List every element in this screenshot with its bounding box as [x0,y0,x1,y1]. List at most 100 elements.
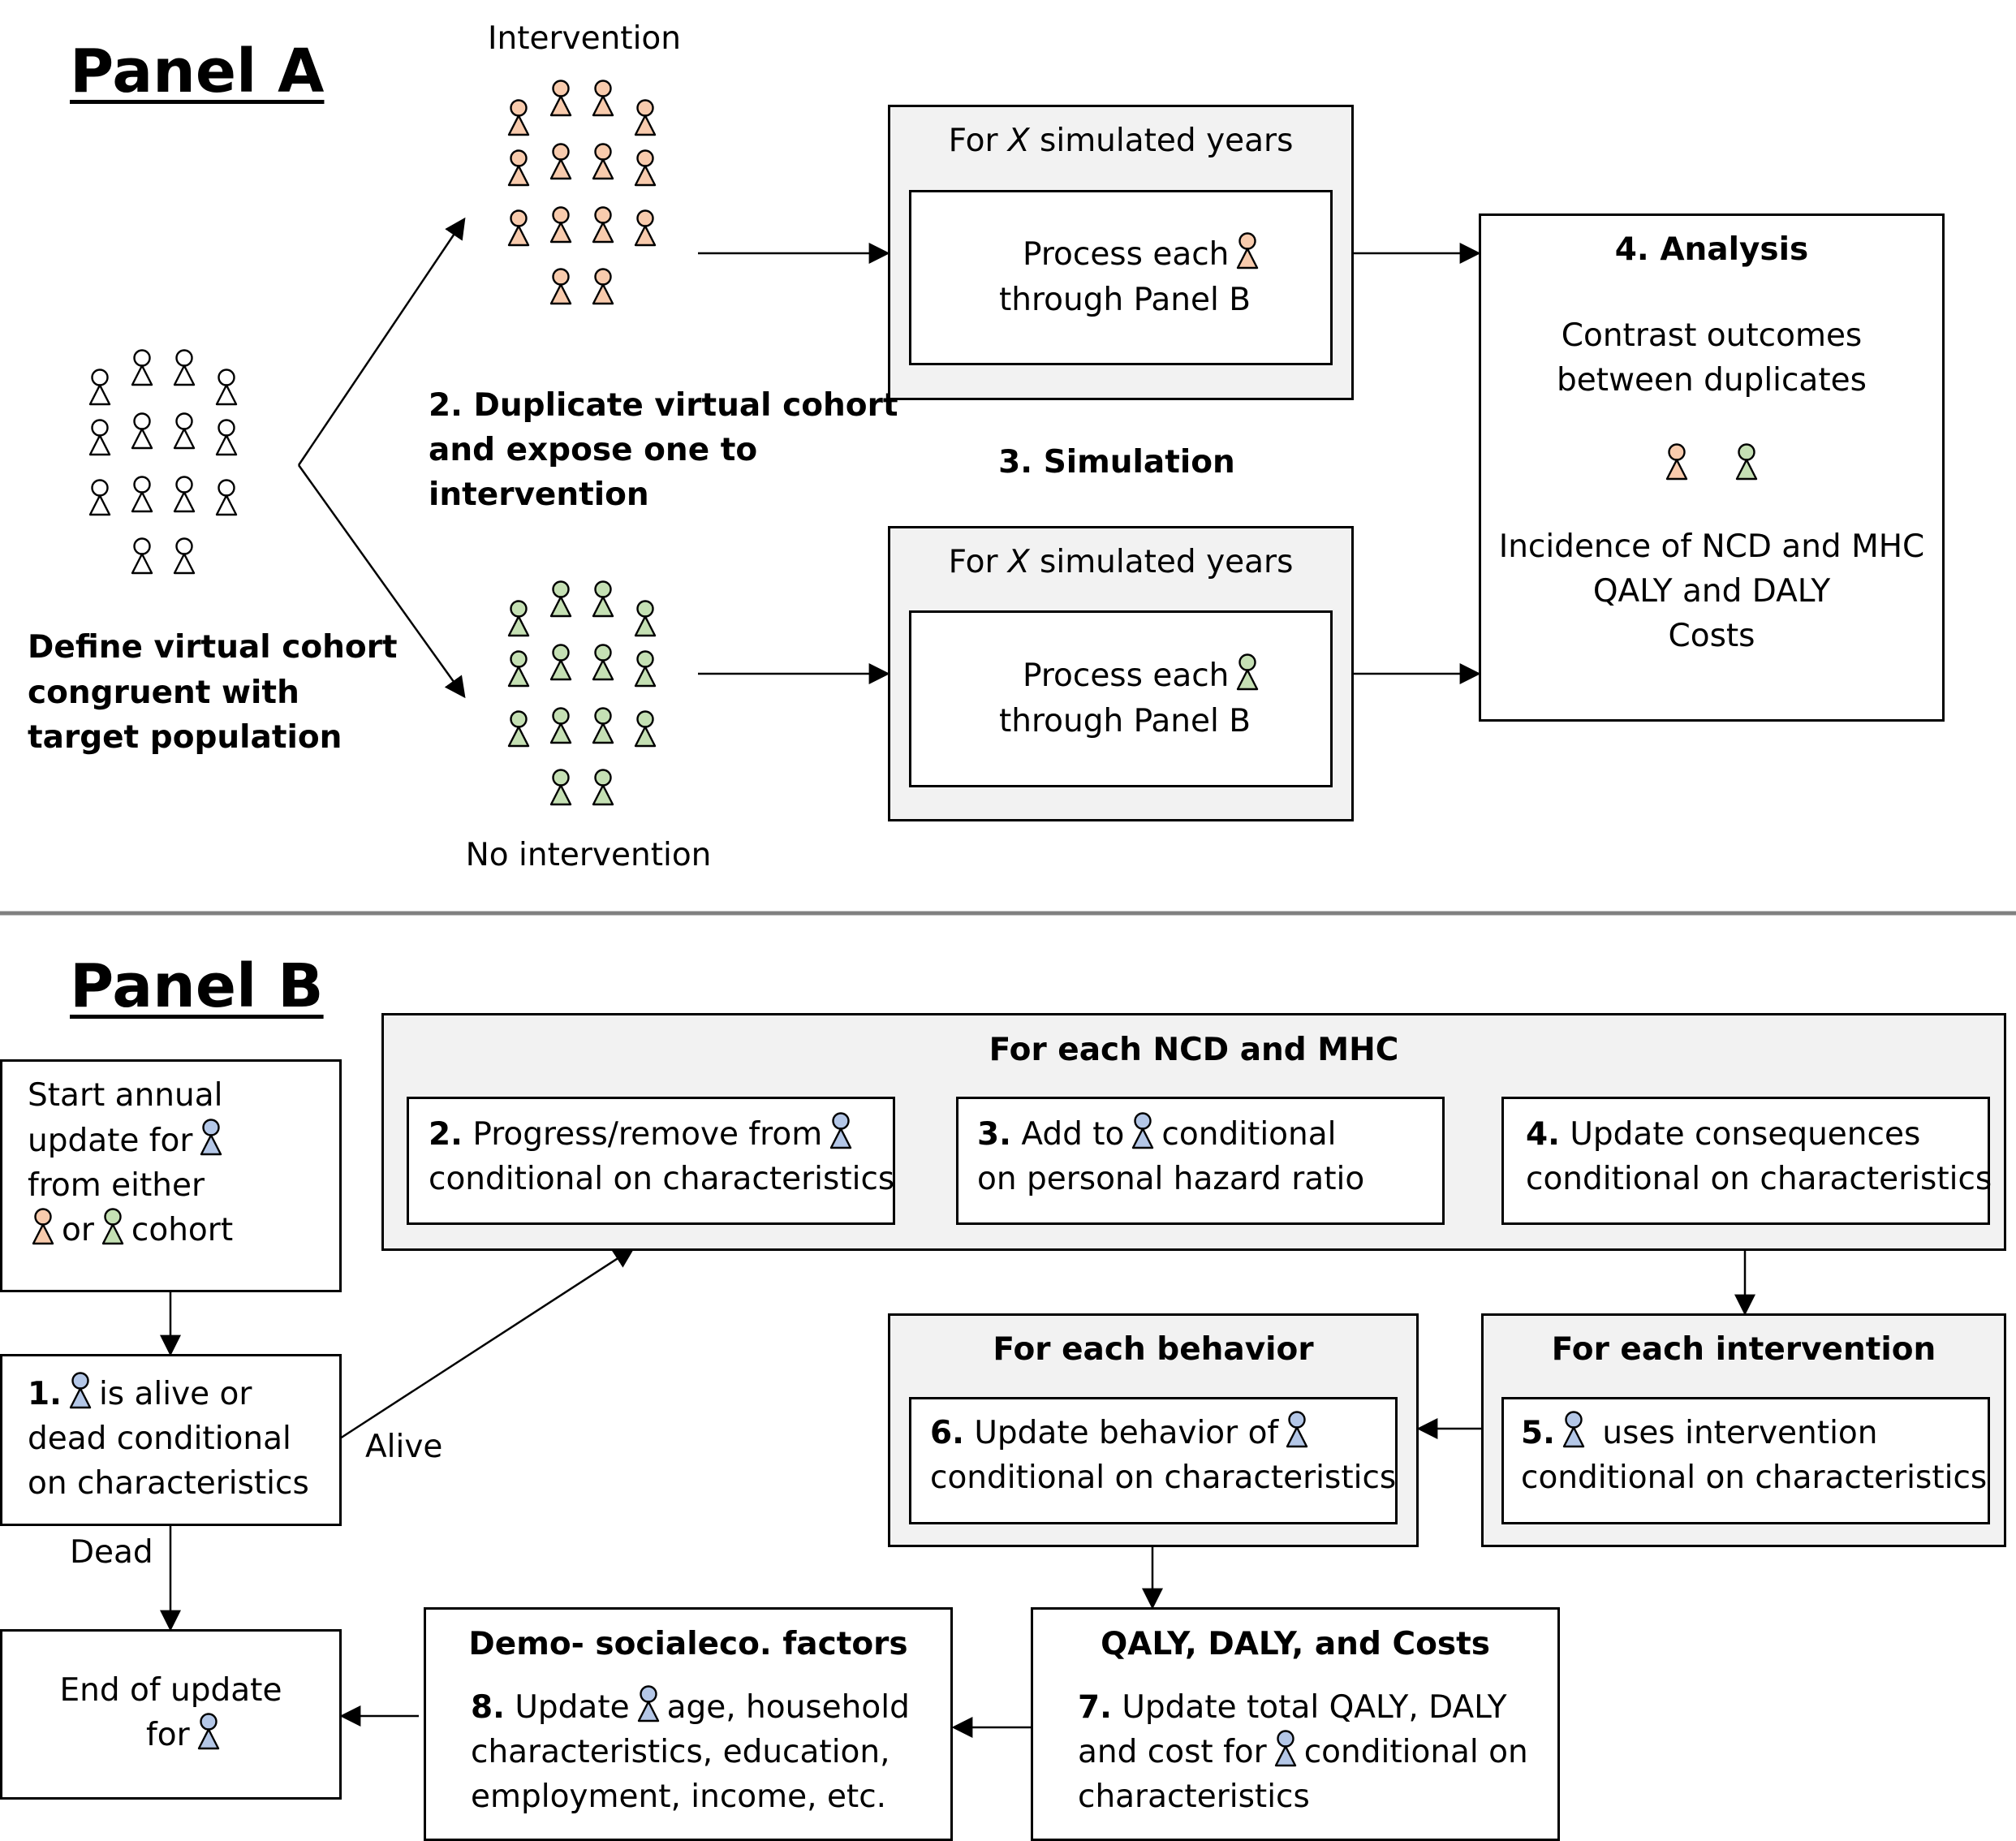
no-intervention-label: No intervention [465,837,712,873]
person-icon [634,209,657,247]
person-icon [1735,443,1758,481]
demo-title: Demo- socialeco. factors [468,1626,908,1662]
analysis-outcome: Costs [1668,618,1755,654]
step5-text: uses intervention [1602,1415,1878,1451]
person-icon [197,1713,219,1750]
person-icon [507,99,530,136]
alive-line: dead conditional [28,1421,291,1457]
process-line: Process each [1023,232,1266,278]
person-icon [634,650,657,688]
intervention-title: For each intervention [1551,1331,1936,1368]
person-icon [592,80,614,117]
person-icon [173,349,196,386]
person-icon [549,769,572,806]
alive-label: Alive [365,1429,443,1465]
alive-line: on characteristics [28,1465,309,1502]
person-icon [634,149,657,187]
process-pre: Process each [1023,236,1230,273]
step6-line: 6. Update behavior of [930,1411,1316,1456]
person-icon [507,600,530,637]
sim-years-var: X [1007,123,1030,159]
process-box-intervention [909,190,1333,365]
process-post: through Panel B [999,282,1251,318]
person-icon [131,349,153,386]
step3-label: 3. Simulation [998,444,1235,481]
person-icon [634,600,657,637]
person-icon [592,268,614,305]
person-icon [131,476,153,513]
person-icon [69,1372,92,1409]
analysis-line: Contrast outcomes [1561,317,1863,354]
person-icon [592,206,614,244]
sim-years-post: simulated years [1029,544,1294,580]
step6-text: Update behavior of [974,1415,1279,1451]
person-icon [592,143,614,180]
step2-line: conditional on characteristics [429,1161,895,1197]
person-icon [32,1208,54,1245]
end-line: End of update [59,1672,282,1709]
person-icon [1237,653,1259,691]
qaly-line: characteristics [1078,1778,1310,1815]
qaly-text: and cost for [1078,1734,1267,1770]
analysis-line: between duplicates [1557,362,1867,399]
person-icon [215,369,238,406]
virtual-cohort [81,349,243,593]
person-icon [1237,232,1259,269]
person-icon [592,644,614,681]
step5-line: conditional on characteristics [1521,1459,1988,1496]
process-box-no-intervention [909,610,1333,787]
step4-box [1501,1097,1990,1225]
alive-dead-box [0,1354,342,1526]
dead-label: Dead [70,1534,153,1571]
process-post: through Panel B [999,703,1251,739]
end-update-box [0,1629,342,1800]
step1-line: target population [28,719,342,756]
arrow-alive-to-ncd [339,1247,635,1440]
step2-box [407,1097,895,1225]
start-update-box [0,1059,342,1292]
panel-a-title: Panel A [70,37,325,106]
sim-years-label: For X simulated years [888,540,1354,585]
step-number: 7. [1078,1689,1112,1726]
arrow-to-intervention [297,217,466,466]
sim-years-pre: For [948,123,1008,159]
person-icon [549,80,572,117]
step-number: 1. [28,1376,62,1412]
step4-text: Update consequences [1570,1116,1921,1153]
qaly-text: Update total QALY, DALY [1122,1689,1507,1726]
ncd-title: For each NCD and MHC [989,1032,1399,1068]
person-icon [829,1112,852,1149]
analysis-outcome: QALY and DALY [1592,573,1831,610]
person-icon [549,707,572,744]
no-intervention-cohort [500,580,662,824]
step1-label: Define virtual cohort [28,625,398,670]
person-icon [1286,1411,1308,1448]
analysis-box [1479,213,1945,722]
intervention-label: Intervention [487,20,682,57]
step-number: 8. [471,1689,505,1726]
step4-line: conditional on characteristics [1526,1161,1992,1197]
person-icon [1562,1411,1585,1448]
start-line-text: update for [28,1123,193,1159]
step2-line: intervention [429,476,649,513]
intervention-cohort [500,80,662,323]
step1-line: Define virtual cohort [28,629,398,666]
step2-line: and expose one to [429,432,758,468]
start-line: update for [28,1119,230,1164]
qaly-title: QALY, DALY, and Costs [1101,1626,1490,1662]
alive-line: 1. is alive or [28,1372,252,1417]
person-icon [88,419,111,456]
step5-box [1501,1397,1990,1524]
person-icon [1665,443,1688,481]
alive-text: is alive or [98,1376,252,1412]
step-number: 6. [930,1415,964,1451]
person-icon [1132,1112,1154,1149]
step2-text: Progress/remove from [472,1116,823,1153]
step3-text: Add to [1021,1116,1125,1153]
person-icon [131,537,153,575]
sim-years-var: X [1007,544,1030,580]
